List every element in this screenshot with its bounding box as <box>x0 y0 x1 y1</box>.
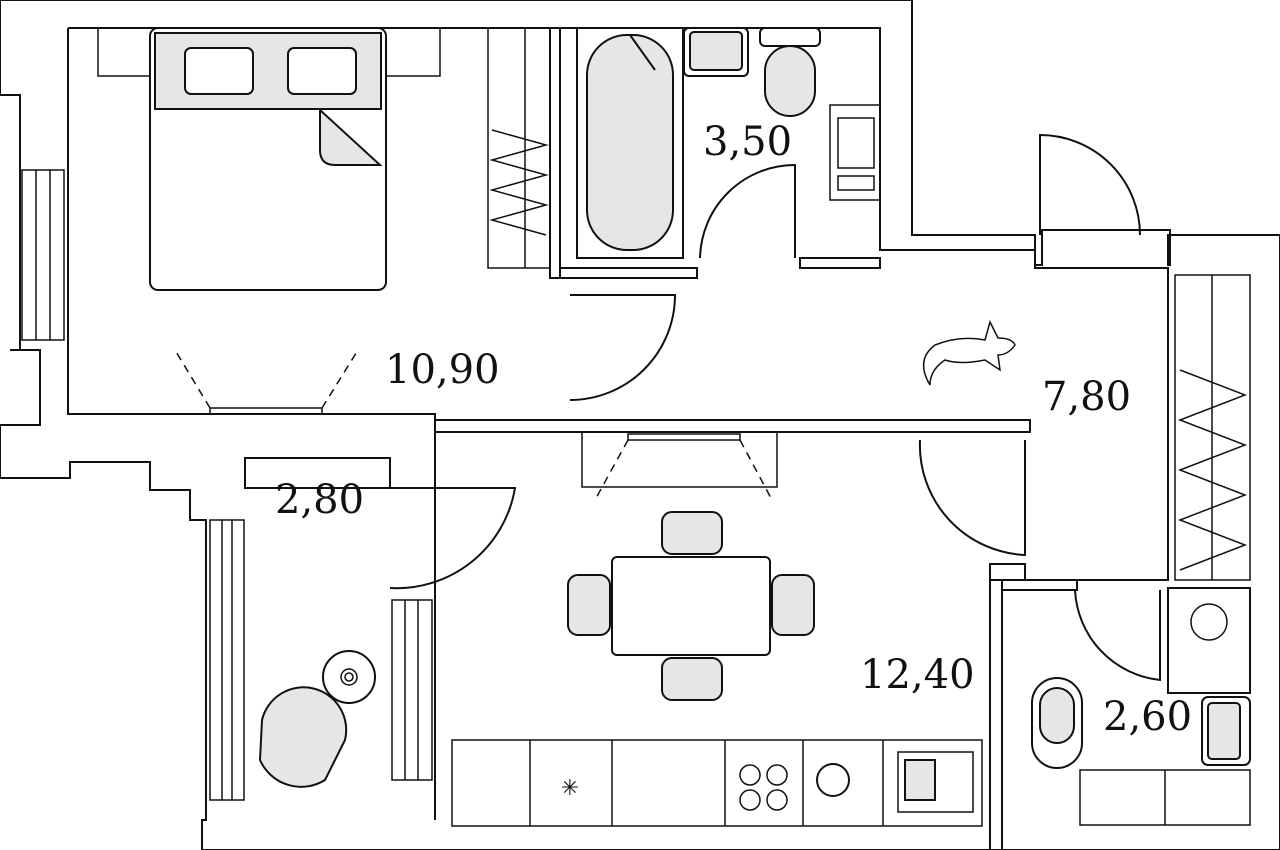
doors <box>389 133 1161 682</box>
balcony-furniture <box>258 650 376 788</box>
wardrobe-hall <box>1174 274 1251 581</box>
area-label-hallway: 7,80 <box>1042 374 1131 420</box>
washing-unit <box>829 104 881 201</box>
area-label-toilet: 2,60 <box>1103 694 1192 740</box>
tv-bedroom <box>174 349 359 415</box>
kitchen-counter: ✳ <box>451 739 983 827</box>
bathroom-toilet <box>759 27 821 117</box>
area-label-kitchen-living: 12,40 <box>860 652 975 698</box>
svg-text:✳: ✳ <box>561 776 579 801</box>
dining-table <box>567 511 815 701</box>
cat-icon <box>922 319 1016 386</box>
area-label-bedroom: 10,90 <box>385 347 500 393</box>
bathtub <box>576 27 684 259</box>
wardrobe-bathroom <box>487 27 551 269</box>
area-label-bathroom: 3,50 <box>703 119 792 165</box>
bed <box>97 27 441 291</box>
area-label-balcony: 2,80 <box>275 477 364 523</box>
tv-living <box>581 431 778 501</box>
toilet-fixtures <box>1031 587 1251 826</box>
interior-walls <box>244 27 1078 850</box>
bathroom-sink <box>683 27 749 77</box>
windows <box>21 169 433 801</box>
